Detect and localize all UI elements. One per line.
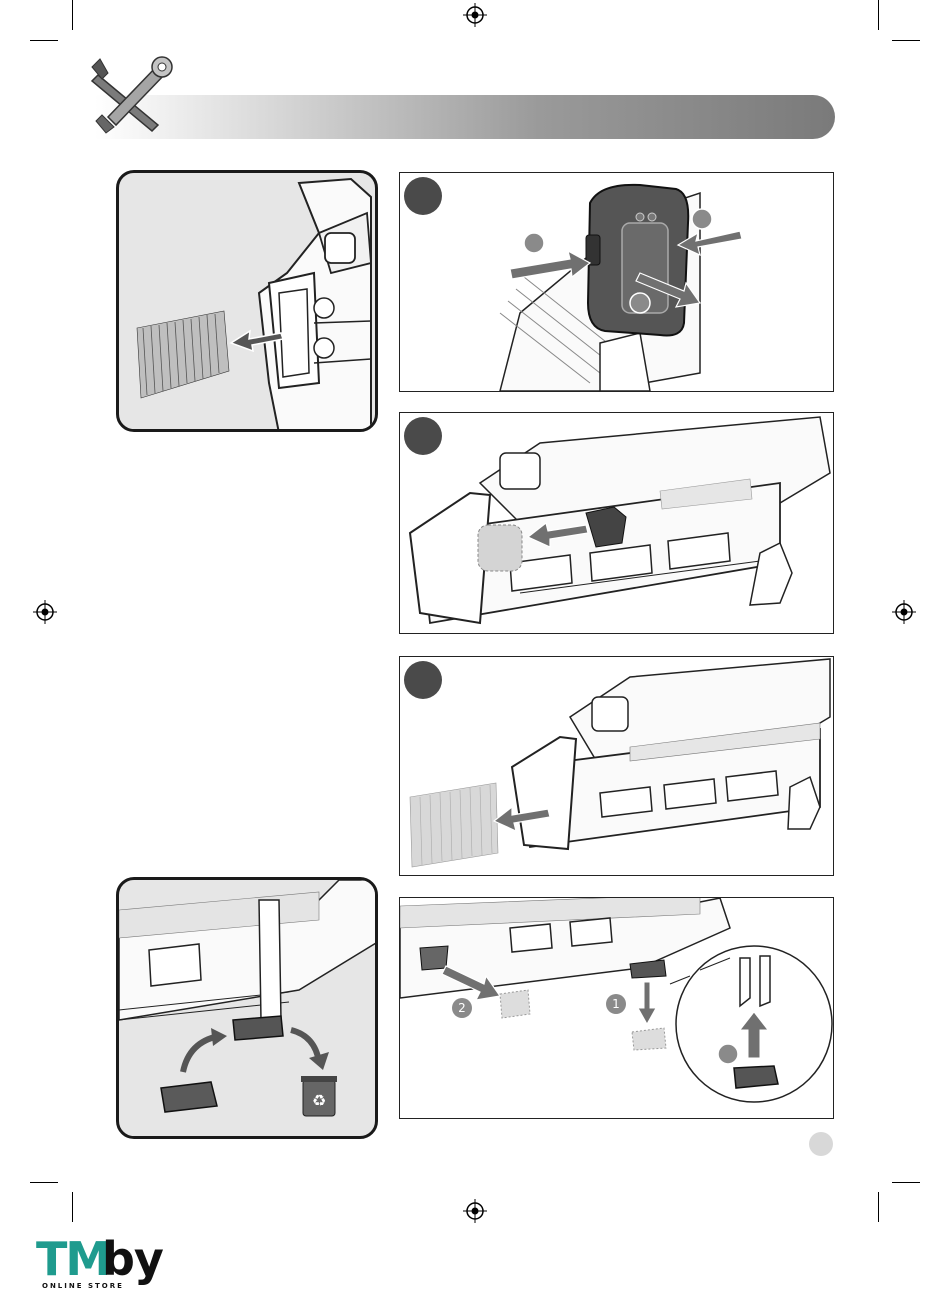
crop-mark-icon [892, 1182, 920, 1183]
logo-tagline: ONLINE STORE [42, 1282, 124, 1290]
svg-text:♻: ♻ [312, 1091, 326, 1110]
brand-logo: TM by ONLINE STORE [36, 1232, 176, 1292]
crop-mark-icon [30, 40, 58, 41]
logo-tm-text: TM [36, 1232, 109, 1286]
arrow-icon [638, 982, 656, 1024]
crop-mark-icon [72, 0, 73, 30]
page-number-dot [809, 1132, 833, 1156]
illustration-magazine-pusher [399, 412, 834, 634]
crop-mark-icon [878, 0, 879, 30]
registration-mark-icon [33, 600, 57, 624]
registration-mark-icon [463, 3, 487, 27]
recycle-bin-icon: ♻ [299, 1072, 339, 1118]
crop-mark-icon [892, 40, 920, 41]
registration-mark-icon [463, 1199, 487, 1223]
crop-mark-icon [30, 1182, 58, 1183]
illustration-remove-strip-side [399, 656, 834, 876]
illustration-replace-tip: ♻ [116, 877, 378, 1139]
registration-mark-icon [892, 600, 916, 624]
logo-by-text: by [102, 1232, 163, 1286]
callout-number-1: 1 [606, 994, 626, 1014]
illustration-remove-tip-steps: 2 1 [399, 897, 834, 1119]
crop-mark-icon [878, 1192, 879, 1222]
illustration-battery-removal [399, 172, 834, 392]
section-header-bar [95, 95, 835, 139]
illustration-remove-nail-strip [116, 170, 378, 432]
crop-mark-icon [72, 1192, 73, 1222]
callout-number-2: 2 [452, 998, 472, 1018]
tools-icon [88, 55, 174, 135]
